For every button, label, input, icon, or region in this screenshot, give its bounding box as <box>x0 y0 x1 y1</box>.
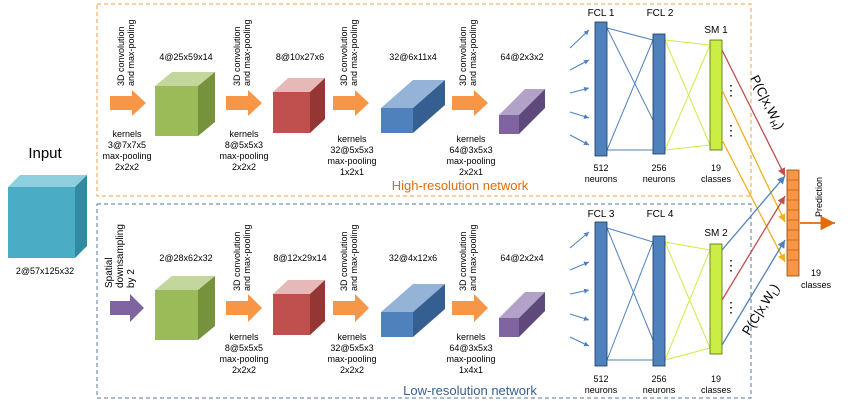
low-sm-label: SM 2 <box>704 228 728 239</box>
low-conv-caption-2: 3D convolutionand max-pooling <box>339 224 359 291</box>
low-sm-layer <box>709 243 723 355</box>
high-cube-dims-2: 8@10x27x6 <box>276 52 324 62</box>
high-conv-caption-3: 3D convolutionand max-pooling <box>339 19 359 86</box>
low-conv-arrows <box>226 294 488 322</box>
low-conv-caption-3: 3D convolutionand max-pooling <box>458 224 478 291</box>
prediction-layer <box>786 169 800 277</box>
high-fcl-a-label: FCL 1 <box>588 8 615 19</box>
high-prob-label: P(C|x,WH) <box>746 73 788 133</box>
high-resolution-box <box>96 3 752 197</box>
merge-arrows <box>721 49 786 346</box>
low-conv-caption-1: 3D convolutionand max-pooling <box>232 224 252 291</box>
low-cube-dims-1: 2@28x62x32 <box>159 253 212 263</box>
low-downsample-arrow <box>110 294 144 322</box>
high-cube-blue <box>381 80 445 133</box>
input-dims: 2@57x125x32 <box>16 266 74 276</box>
high-sm-ellipsis-2: ⋮ <box>724 122 738 138</box>
high-input-fan-arrows <box>569 29 590 146</box>
high-cube-dims-3: 32@6x11x4 <box>389 52 437 62</box>
low-cube-purple <box>499 292 545 337</box>
low-fcl-connections <box>606 227 711 361</box>
low-resolution-box <box>96 203 752 399</box>
high-cube-dims-4: 64@2x3x2 <box>500 52 543 62</box>
low-sm-ellipsis-2: ⋮ <box>724 299 738 315</box>
low-fcl-a-label: FCL 3 <box>588 209 615 220</box>
low-fcl-b-layer <box>652 235 666 367</box>
low-downsample-caption: Spatialdownsamplingby 2 <box>104 224 137 288</box>
low-cube-dims-4: 64@2x2x4 <box>500 253 543 263</box>
low-prob-label: P(C|x,WL) <box>739 281 784 339</box>
high-fcl-connections <box>606 27 711 151</box>
low-network-label: Low-resolution network <box>403 383 537 398</box>
high-fcl-b-layer <box>652 33 666 155</box>
high-conv-arrows <box>110 90 488 116</box>
input-title: Input <box>28 145 62 162</box>
high-sm-layer <box>709 39 723 151</box>
prediction-label: Prediction <box>814 177 824 217</box>
high-fcl-b-label: FCL 2 <box>647 8 674 19</box>
high-cube-green <box>155 72 215 136</box>
low-cube-dims-3: 32@4x12x6 <box>389 253 437 263</box>
low-fcl-b-label: FCL 4 <box>647 209 674 220</box>
high-sm-ellipsis-1: ⋮ <box>724 82 738 98</box>
low-cube-dims-2: 8@12x29x14 <box>273 253 326 263</box>
low-cube-blue <box>381 284 445 337</box>
high-conv-caption-2: 3D convolutionand max-pooling <box>232 19 252 86</box>
high-cube-dims-1: 4@25x59x14 <box>159 52 212 62</box>
high-fcl-a-layer <box>594 21 608 157</box>
high-cube-red <box>273 78 325 133</box>
high-conv-caption-4: 3D convolutionand max-pooling <box>458 19 478 86</box>
low-cube-green <box>155 276 215 340</box>
input-cube <box>8 175 87 258</box>
low-sm-ellipsis-1: ⋮ <box>724 257 738 273</box>
low-fcl-a-layer <box>594 221 608 367</box>
high-network-label: High-resolution network <box>392 178 529 193</box>
high-cube-purple <box>499 89 545 134</box>
high-sm-label: SM 1 <box>704 25 728 36</box>
high-conv-caption-1: 3D convolutionand max-pooling <box>116 19 136 86</box>
low-input-fan-arrows <box>569 231 590 347</box>
low-cube-red <box>273 280 325 335</box>
